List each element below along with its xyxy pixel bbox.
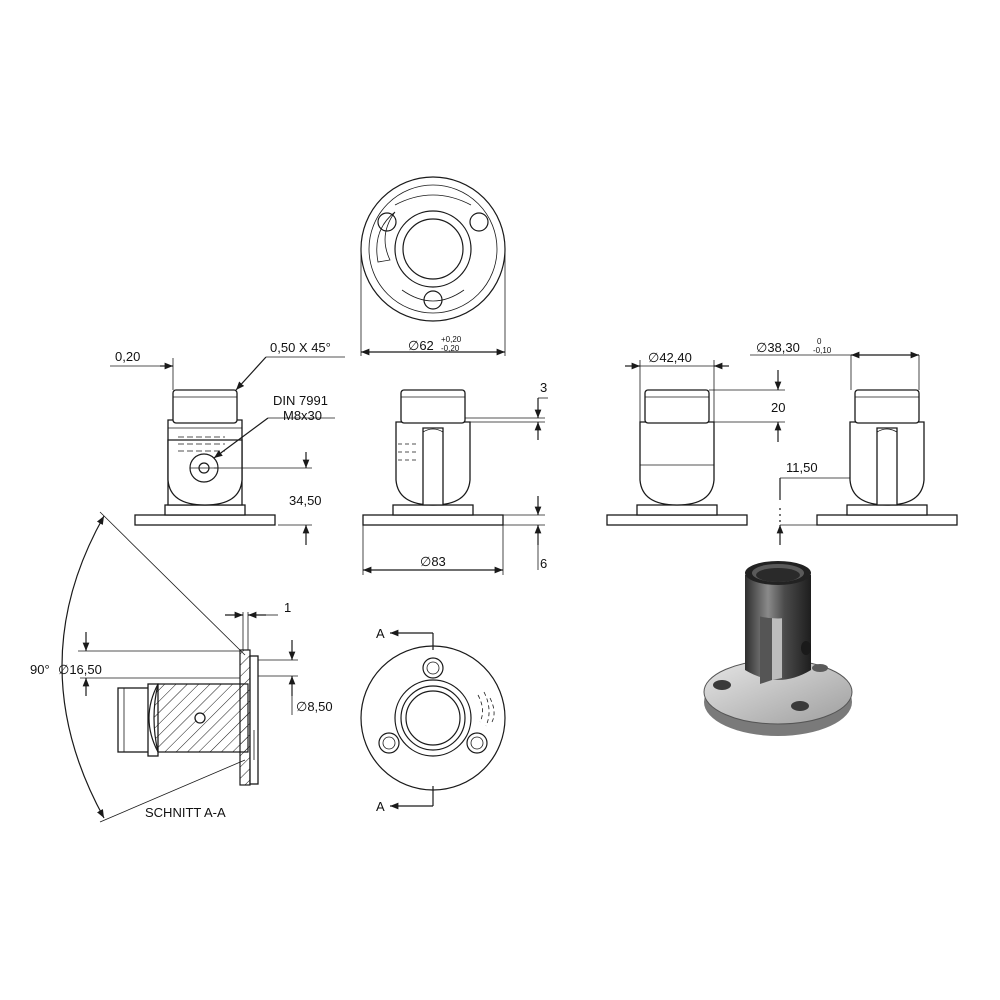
top-view: ∅62 +0,20 -0,20	[360, 176, 506, 356]
height-total-label: 34,50	[289, 493, 322, 508]
dia-62-label: ∅62	[408, 338, 434, 353]
chamfer-left-label: 0,20	[115, 349, 140, 364]
dia-16-label: ∅16,50	[58, 662, 102, 677]
front-view-right-2: ∅38,30 0 -0,10 11,50	[750, 337, 958, 545]
dia-38-label: ∅38,30	[756, 340, 800, 355]
chamfer-label: 0,50 X 45°	[270, 340, 331, 355]
dia-38-tol-upper: 0	[817, 337, 822, 346]
dim-6-label: 6	[540, 556, 547, 571]
screw-label: M8x30	[283, 408, 322, 423]
front-view-left: DIN 7991 M8x30 0,20 0,50 X 45° 34,50	[110, 340, 345, 545]
front-view-right-1: ∅42,40 20	[606, 350, 785, 526]
dim-3-label: 3	[540, 380, 547, 395]
angle-90-label: 90°	[30, 662, 50, 677]
dim-11-label: 11,50	[786, 460, 818, 475]
dia-42-label: ∅42,40	[648, 350, 692, 365]
section-mark-bottom: A	[376, 799, 385, 814]
section-mark-top: A	[376, 626, 385, 641]
dia-38-tol-lower: -0,10	[813, 346, 832, 355]
front-view-center: 3 6 ∅83	[362, 380, 548, 575]
3d-render	[703, 561, 853, 736]
dia-8-label: ∅8,50	[296, 699, 333, 714]
section-title: SCHNITT A-A	[145, 805, 226, 820]
dim-1-label: 1	[284, 600, 291, 615]
section-view: 1 ∅16,50 ∅8,50 90° SCHNITT A-A	[30, 511, 333, 823]
bottom-view: A A	[360, 626, 506, 814]
din-label: DIN 7991	[273, 393, 328, 408]
dia-62-tol-lower: -0,20	[441, 344, 460, 353]
dim-20-label: 20	[771, 400, 785, 415]
dia-83-label: ∅83	[420, 554, 446, 569]
dia-62-tol-upper: +0,20	[441, 335, 462, 344]
